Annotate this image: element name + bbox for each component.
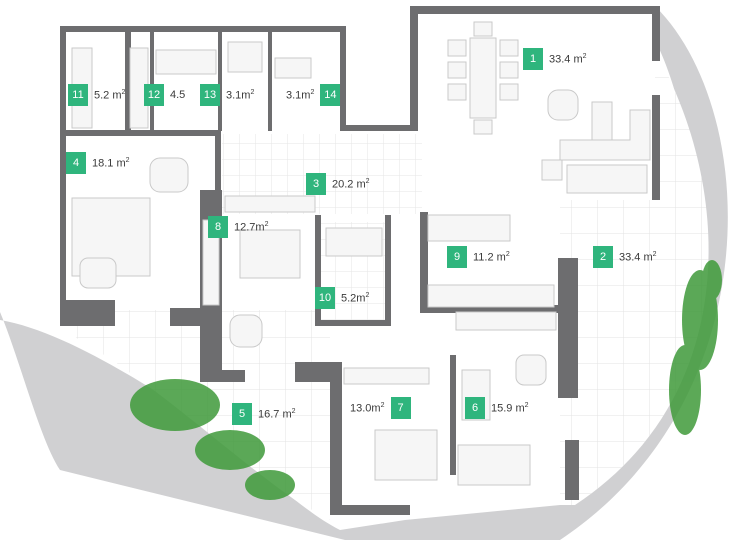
room-area: 5.2m2 xyxy=(341,291,370,305)
room-area: 3.1m2 xyxy=(286,88,315,102)
room-4: 4 18.1 m2 xyxy=(66,152,130,174)
room-2: 2 33.4 m2 xyxy=(593,246,657,268)
room-number-badge: 10 xyxy=(315,287,335,309)
room-1: 1 33.4 m2 xyxy=(523,48,587,70)
furniture xyxy=(71,21,651,486)
room-number-badge: 3 xyxy=(306,173,326,195)
room-number-badge: 12 xyxy=(144,84,164,106)
room-area: 3.1m2 xyxy=(226,88,255,102)
room-12: 12 4.5 xyxy=(144,84,185,106)
room-number-badge: 9 xyxy=(447,246,467,268)
room-area: 11.2 m2 xyxy=(473,250,510,264)
room-number-badge: 6 xyxy=(465,397,485,419)
room-7: 7 13.0m2 xyxy=(350,397,411,419)
room-3: 3 20.2 m2 xyxy=(306,173,370,195)
room-9: 9 11.2 m2 xyxy=(447,246,510,268)
room-5: 5 16.7 m2 xyxy=(232,403,296,425)
room-8: 8 12.7m2 xyxy=(208,216,269,238)
room-6: 6 15.9 m2 xyxy=(465,397,529,419)
room-area: 4.5 xyxy=(170,89,186,101)
room-area: 5.2 m2 xyxy=(94,88,126,102)
room-area: 12.7m2 xyxy=(234,220,269,234)
room-10: 10 5.2m2 xyxy=(315,287,369,309)
room-area: 16.7 m2 xyxy=(258,407,296,421)
room-area: 33.4 m2 xyxy=(619,250,657,264)
room-number-badge: 11 xyxy=(68,84,88,106)
room-area: 18.1 m2 xyxy=(92,156,130,170)
greenery xyxy=(130,260,722,500)
room-number-badge: 14 xyxy=(320,84,341,106)
room-number-badge: 5 xyxy=(232,403,252,425)
room-area: 13.0m2 xyxy=(350,401,385,415)
room-number-badge: 8 xyxy=(208,216,228,238)
room-14: 14 3.1m2 xyxy=(286,84,341,106)
room-13: 13 3.1m2 xyxy=(200,84,254,106)
room-number-badge: 2 xyxy=(593,246,613,268)
room-number-badge: 1 xyxy=(523,48,543,70)
room-number-badge: 13 xyxy=(200,84,220,106)
room-number-badge: 7 xyxy=(390,397,411,419)
room-number-badge: 4 xyxy=(66,152,86,174)
room-area: 33.4 m2 xyxy=(549,52,587,66)
room-11: 11 5.2 m2 xyxy=(68,84,125,106)
room-area: 15.9 m2 xyxy=(491,401,529,415)
room-area: 20.2 m2 xyxy=(332,177,370,191)
